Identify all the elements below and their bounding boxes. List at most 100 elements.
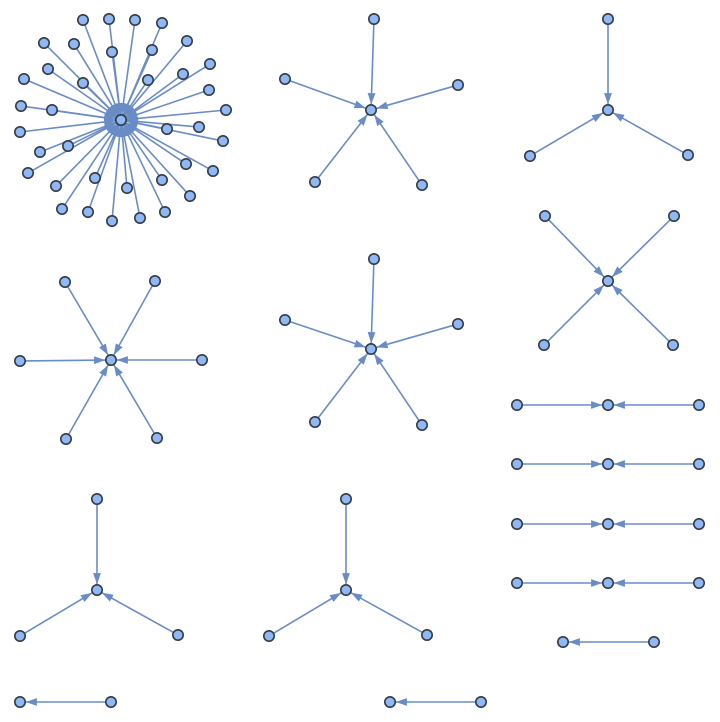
leaf-vertex[interactable] (666, 338, 679, 351)
leaf-vertex[interactable] (77, 14, 90, 26)
leaf-vertex[interactable] (14, 354, 26, 367)
leaf-vertex[interactable] (510, 576, 523, 589)
leaf-vertex[interactable] (510, 457, 523, 470)
leaf-vertex[interactable] (601, 13, 614, 25)
leaf-vertex[interactable] (537, 338, 550, 351)
hub-vertex[interactable] (339, 583, 352, 596)
leaf-vertex[interactable] (692, 457, 705, 470)
leaf-vertex[interactable] (45, 104, 58, 117)
directed-edge (24, 592, 93, 635)
directed-edge (373, 114, 420, 182)
leaf-vertex[interactable] (89, 172, 102, 185)
directed-edge (611, 219, 671, 278)
hub-vertex[interactable] (601, 274, 614, 287)
leaf-vertex[interactable] (184, 190, 197, 203)
leaf-vertex[interactable] (667, 210, 680, 223)
hub-vertex[interactable] (91, 583, 104, 596)
leaf-vertex[interactable] (55, 203, 68, 216)
leaf-vertex[interactable] (681, 149, 694, 162)
leaf-vertex[interactable] (474, 695, 487, 708)
leaf-vertex[interactable] (367, 253, 380, 266)
leaf-vertex[interactable] (523, 150, 536, 163)
leaf-vertex[interactable] (204, 57, 217, 70)
hub-vertex[interactable] (601, 457, 614, 470)
leaf-vertex[interactable] (451, 79, 464, 92)
leaf-vertex[interactable] (180, 158, 193, 171)
leaf-vertex[interactable] (692, 398, 705, 411)
leaf-vertex[interactable] (77, 77, 90, 90)
leaf-vertex[interactable] (58, 275, 71, 288)
hub-vertex[interactable] (115, 114, 128, 127)
leaf-vertex[interactable] (15, 100, 27, 113)
leaf-vertex[interactable] (146, 43, 159, 56)
leaf-vertex[interactable] (21, 167, 34, 180)
leaf-vertex[interactable] (538, 210, 551, 223)
leaf-vertex[interactable] (415, 179, 428, 192)
leaf-vertex[interactable] (159, 206, 172, 219)
leaf-vertex[interactable] (451, 317, 464, 330)
leaf-vertex[interactable] (692, 517, 705, 530)
leaf-vertex[interactable] (156, 16, 169, 29)
directed-edge (122, 124, 164, 208)
leaf-vertex[interactable] (217, 135, 230, 148)
leaf-vertex[interactable] (68, 37, 81, 50)
leaf-vertex[interactable] (105, 695, 118, 708)
hub-vertex[interactable] (364, 342, 377, 355)
directed-edge (57, 109, 116, 122)
leaf-vertex[interactable] (692, 576, 705, 589)
leaf-vertex[interactable] (156, 174, 169, 187)
leaf-vertex[interactable] (14, 629, 26, 642)
leaf-vertex[interactable] (510, 517, 523, 530)
hub-vertex[interactable] (383, 695, 396, 708)
leaf-vertex[interactable] (367, 13, 380, 25)
leaf-vertex[interactable] (106, 215, 119, 228)
leaf-vertex[interactable] (161, 123, 174, 136)
leaf-vertex[interactable] (103, 13, 116, 25)
leaf-vertex[interactable] (41, 62, 54, 75)
leaf-vertex[interactable] (339, 492, 352, 505)
leaf-vertex[interactable] (177, 68, 190, 81)
leaf-vertex[interactable] (220, 104, 233, 117)
leaf-vertex[interactable] (121, 182, 134, 195)
hub-vertex[interactable] (14, 695, 26, 708)
leaf-vertex[interactable] (142, 74, 155, 87)
leaf-vertex[interactable] (61, 140, 74, 153)
leaf-vertex[interactable] (17, 73, 30, 86)
hub-vertex[interactable] (556, 635, 569, 648)
leaf-vertex[interactable] (510, 398, 523, 411)
leaf-vertex[interactable] (151, 431, 164, 444)
leaf-vertex[interactable] (129, 14, 142, 26)
leaf-vertex[interactable] (172, 628, 185, 641)
hub-vertex[interactable] (105, 353, 118, 366)
directed-edge (534, 112, 604, 155)
leaf-vertex[interactable] (308, 415, 321, 428)
leaf-vertex[interactable] (14, 126, 26, 139)
directed-edge (59, 123, 118, 183)
leaf-vertex[interactable] (196, 353, 209, 366)
hub-vertex[interactable] (601, 517, 614, 530)
leaf-vertex[interactable] (49, 180, 62, 193)
leaf-vertex[interactable] (207, 165, 220, 178)
hub-vertex[interactable] (364, 104, 377, 117)
leaf-vertex[interactable] (420, 628, 433, 641)
leaf-vertex[interactable] (647, 635, 660, 648)
leaf-vertex[interactable] (278, 313, 291, 326)
leaf-vertex[interactable] (308, 176, 321, 189)
leaf-vertex[interactable] (415, 418, 428, 431)
leaf-vertex[interactable] (181, 34, 194, 47)
hub-vertex[interactable] (601, 398, 614, 411)
leaf-vertex[interactable] (59, 432, 72, 445)
leaf-vertex[interactable] (91, 492, 104, 505)
leaf-vertex[interactable] (203, 84, 216, 97)
leaf-vertex[interactable] (193, 121, 206, 134)
leaf-vertex[interactable] (134, 212, 147, 225)
leaf-vertex[interactable] (278, 73, 291, 86)
leaf-vertex[interactable] (106, 45, 119, 58)
leaf-vertex[interactable] (262, 629, 275, 642)
leaf-vertex[interactable] (149, 274, 162, 287)
hub-vertex[interactable] (601, 104, 614, 117)
leaf-vertex[interactable] (82, 206, 95, 219)
leaf-vertex[interactable] (37, 36, 50, 49)
hub-vertex[interactable] (601, 576, 614, 589)
leaf-vertex[interactable] (33, 146, 46, 159)
